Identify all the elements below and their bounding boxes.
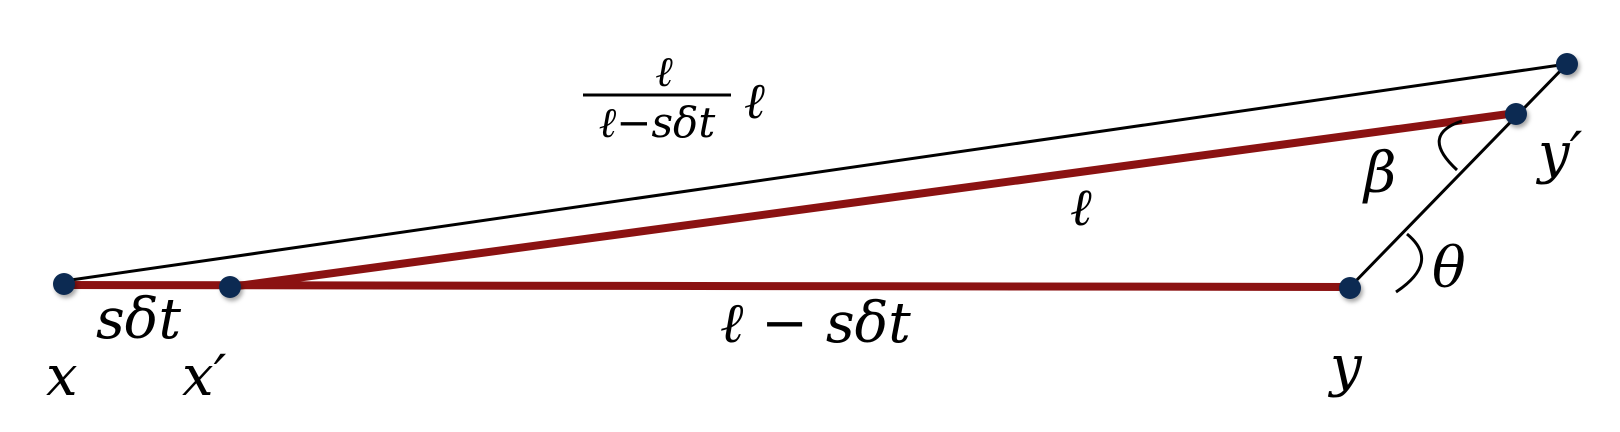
point-y-prime-label: y′: [1535, 121, 1583, 186]
point-x-prime-label: x′: [182, 344, 227, 409]
fraction-numerator: ℓ: [655, 47, 673, 96]
fraction-denominator: ℓ−sδt: [599, 98, 716, 147]
vertex-y-prime: [1505, 103, 1527, 125]
segment-x-to-y-far: [63, 62, 1568, 283]
segment-x-prime-to-y-prime: [229, 109, 1517, 291]
point-y-label: y: [1327, 334, 1363, 399]
segment-sdt-label: sδt: [96, 287, 181, 352]
segment-y-to-y-far: [1348, 62, 1569, 289]
vertex-x: [53, 273, 75, 295]
vertex-y-far: [1556, 53, 1578, 75]
vertex-x-prime: [219, 276, 241, 298]
segment-ell-label: ℓ: [1070, 178, 1092, 238]
point-x-label: x: [46, 344, 78, 409]
segment-ell-minus-sdt-label: ℓ − sδt: [720, 291, 911, 356]
fraction-factor: ℓ: [744, 72, 765, 130]
angle-beta-arc: [1437, 119, 1463, 172]
vertex-y: [1339, 277, 1361, 299]
segment-x-to-y: [63, 281, 1351, 291]
angle-beta-label: β: [1362, 141, 1396, 206]
angle-theta-arc: [1395, 232, 1424, 294]
angle-theta-label: θ: [1432, 236, 1466, 301]
